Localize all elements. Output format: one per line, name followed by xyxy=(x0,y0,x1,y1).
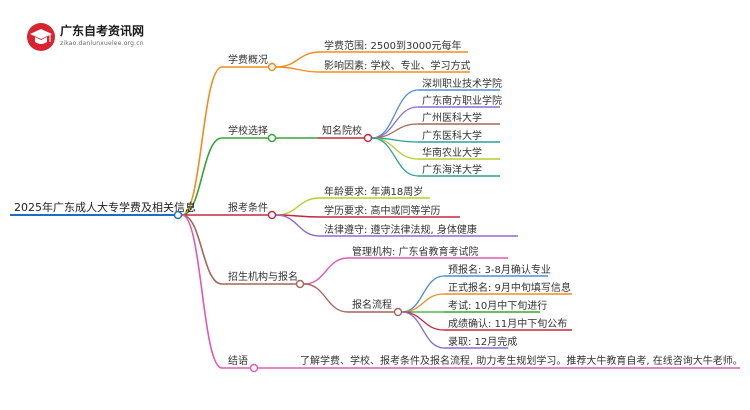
org-sub-dot xyxy=(393,307,403,317)
edge-org-item-3 xyxy=(401,311,445,331)
org-item-1[interactable]: 正式报名: 9月中旬填写信息 xyxy=(448,281,571,294)
req-item-0[interactable]: 年龄要求: 年满18周岁 xyxy=(324,185,423,198)
branch-end-label[interactable]: 结语 xyxy=(228,354,248,367)
root-dot xyxy=(173,210,183,220)
edge-root-end xyxy=(181,214,223,369)
branch-school-label[interactable]: 学校选择 xyxy=(228,124,268,137)
school-sub-label[interactable]: 知名院校 xyxy=(322,124,362,137)
mind-map-nodes: 2025年广东成人大专学费及相关信息 学费概况 学费范围: 2500到3000元每年… xyxy=(14,39,743,373)
edge-root-org xyxy=(181,214,223,285)
branch-org-label[interactable]: 招生机构与报名 xyxy=(228,270,298,283)
edge-school-item-1 xyxy=(371,106,419,139)
edge-org-sub xyxy=(303,283,349,313)
school-item-3[interactable]: 广东医科大学 xyxy=(422,129,482,142)
logo-title: 广东自考资讯网 xyxy=(60,24,145,38)
edge-req-item-2 xyxy=(275,214,321,237)
branch-req-label[interactable]: 报考条件 xyxy=(228,201,268,214)
school-sub-dot xyxy=(363,133,373,143)
edge-org-manage xyxy=(303,257,349,285)
branch-fees-label[interactable]: 学费概况 xyxy=(228,53,268,66)
org-manage[interactable]: 管理机构: 广东省教育考试院 xyxy=(352,245,479,258)
logo-subtitle: zikao.danlunxuelee.org.cn xyxy=(60,40,144,47)
school-item-1[interactable]: 广东南方职业学院 xyxy=(422,94,502,107)
branch-org-dot xyxy=(295,279,305,289)
school-item-5[interactable]: 广东海洋大学 xyxy=(422,163,482,176)
fees-item-1[interactable]: 影响因素: 学校、专业、学习方式 xyxy=(324,59,471,72)
edge-org-item-1 xyxy=(401,293,445,313)
req-item-1[interactable]: 学历要求: 高中或同等学历 xyxy=(324,204,441,217)
branch-fees-dot xyxy=(267,62,277,72)
edge-fees-item-1 xyxy=(275,66,321,73)
edge-req-item-0 xyxy=(275,197,321,216)
fees-item-0[interactable]: 学费范围: 2500到3000元每年 xyxy=(324,39,461,52)
edge-school-item-5 xyxy=(371,137,419,177)
org-item-4[interactable]: 录取: 12月完成 xyxy=(448,335,517,348)
site-logo[interactable]: 广东自考资讯网 zikao.danlunxuelee.org.cn xyxy=(26,20,166,54)
school-item-4[interactable]: 华南农业大学 xyxy=(422,146,482,159)
org-item-3[interactable]: 成绩确认: 11月中下旬公布 xyxy=(448,317,567,330)
org-sub-label[interactable]: 报名流程 xyxy=(352,298,392,311)
branch-end-dot xyxy=(249,363,259,373)
edge-root-school xyxy=(181,137,223,216)
org-item-2[interactable]: 考试: 10月中下旬进行 xyxy=(448,299,547,312)
school-item-2[interactable]: 广州医科大学 xyxy=(422,111,482,124)
end-text[interactable]: 了解学费、学校、报考条件及报名流程, 助力考生规划学习。推荐大牛教育自考, 在线… xyxy=(300,354,743,367)
root-label[interactable]: 2025年广东成人大专学费及相关信息 xyxy=(14,200,196,214)
mind-map-edges xyxy=(10,51,740,369)
branch-school-dot xyxy=(267,133,277,143)
school-item-0[interactable]: 深圳职业技术学院 xyxy=(422,77,502,90)
edge-org-item-4 xyxy=(401,311,445,349)
graduation-cap-icon xyxy=(27,23,55,51)
edge-fees-item-0 xyxy=(275,51,321,68)
branch-req-dot xyxy=(267,210,277,220)
org-item-0[interactable]: 预报名: 3-8月确认专业 xyxy=(448,263,551,276)
edge-root-fees xyxy=(181,66,223,216)
req-item-2[interactable]: 法律遵守: 遵守法律法规, 身体健康 xyxy=(324,223,477,236)
